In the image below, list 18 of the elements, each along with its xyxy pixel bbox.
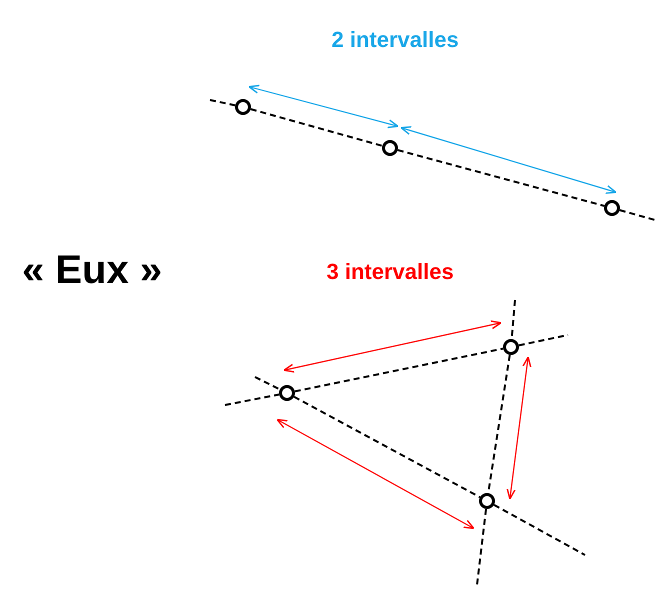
dashed-line [294,348,504,392]
point-marker [503,339,519,355]
dashed-line [250,108,383,147]
interval-arrow [283,320,502,373]
dashed-line [294,396,480,498]
point-marker [382,140,398,156]
title-label: « Eux » [22,248,162,292]
point-marker [604,200,620,216]
interval-arrow [276,418,475,530]
dashed-line [397,149,605,207]
interval-arrow [400,126,617,194]
point-marker [235,99,251,115]
interval-arrow [506,356,532,500]
interval-arrow [248,84,399,128]
interval-count-label: 2 intervalles [332,27,459,53]
interval-count-label: 3 intervalles [326,259,454,285]
point-marker [279,385,295,401]
point-marker [479,493,495,509]
